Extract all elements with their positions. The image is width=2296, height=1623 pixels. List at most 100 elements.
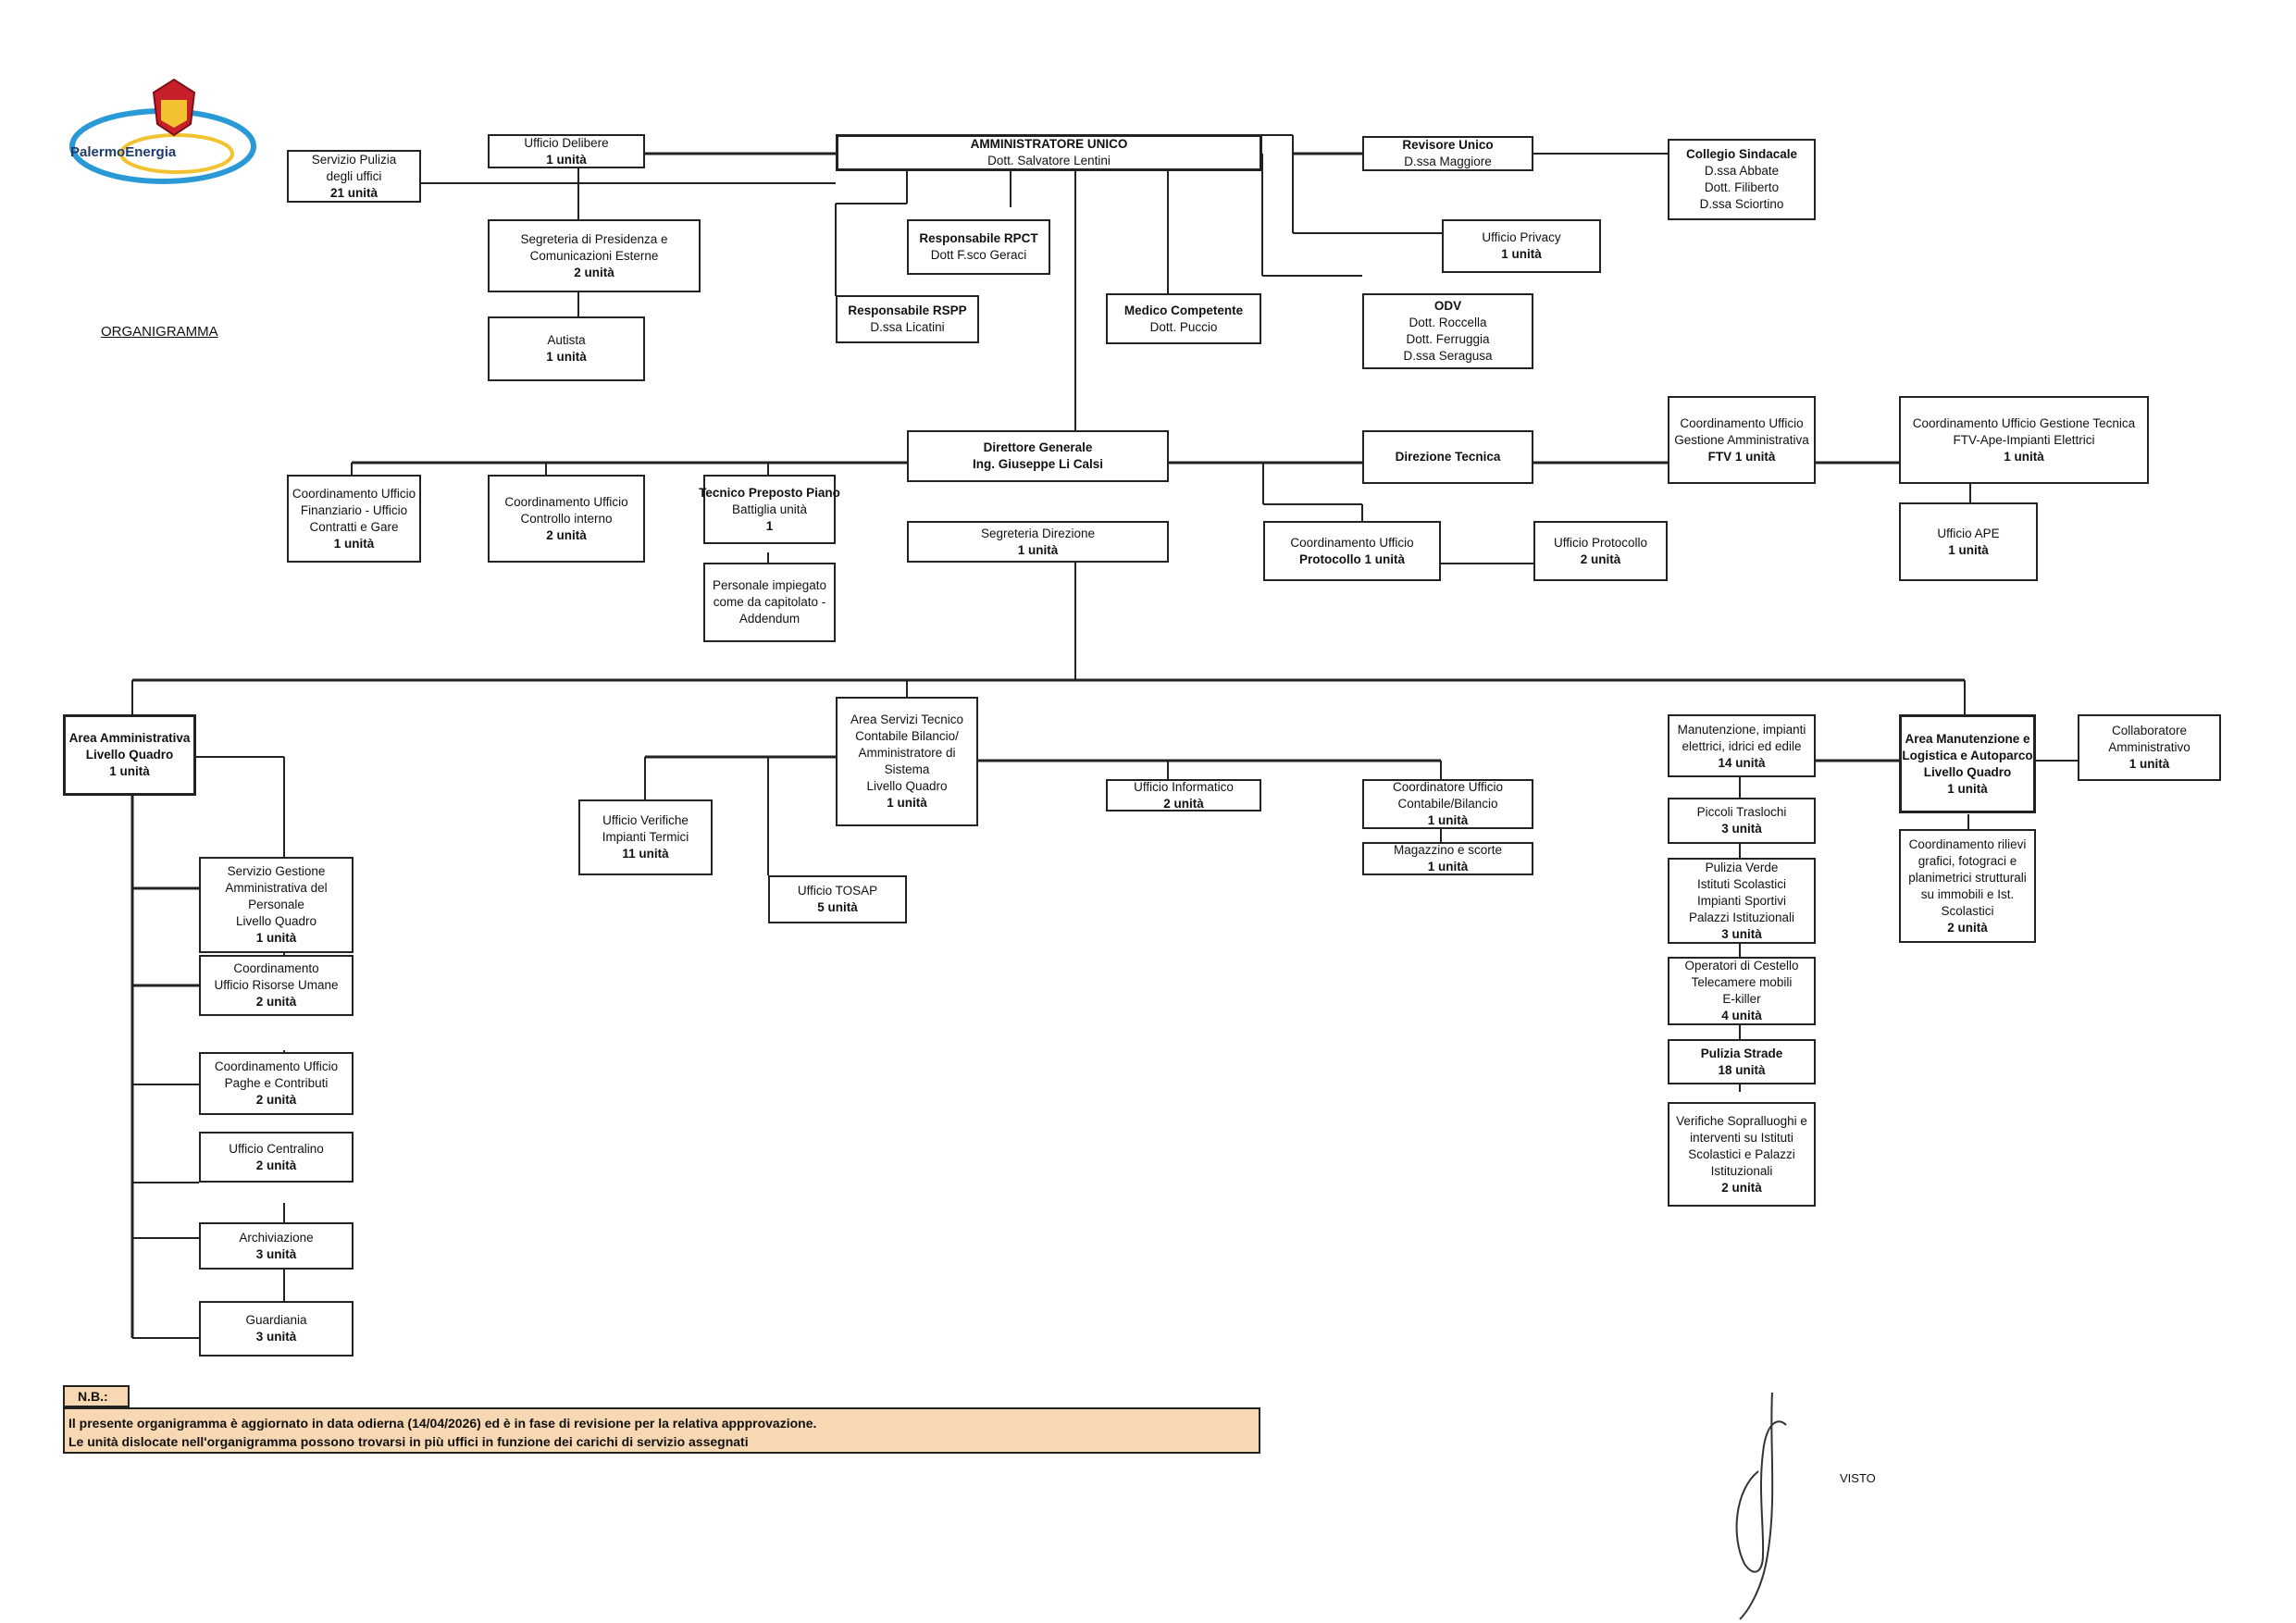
- org-box-line: su immobili e Ist.: [1920, 886, 2015, 901]
- org-box-line: Collaboratore: [2111, 724, 2188, 737]
- org-box-line: Amministrativa del: [225, 881, 328, 895]
- org-box-line: Direttore Generale: [983, 440, 1093, 454]
- org-box-line: Dott. Roccella: [1409, 316, 1487, 329]
- org-box-line: Palazzi Istituzionali: [1688, 910, 1795, 924]
- handwritten-signature: [1735, 1392, 1787, 1620]
- org-box-line: 1 unità: [255, 931, 297, 945]
- org-box-line: Amministrativo: [2108, 740, 2191, 754]
- org-box-line: come da capitolato -: [713, 595, 826, 609]
- org-box-line: 1 unità: [1017, 542, 1059, 557]
- org-box-line: Istituzionali: [1710, 1163, 1773, 1178]
- org-box-line: Servizio Gestione: [227, 864, 326, 878]
- org-box-line: planimetrici strutturali: [1908, 870, 2027, 885]
- logo-text: PalermoEnergia: [70, 144, 177, 160]
- org-box-line: interventi su Istituti: [1690, 1130, 1793, 1145]
- org-box-line: 2 unità: [1721, 1180, 1762, 1195]
- org-box-line: 1 unità: [546, 152, 587, 167]
- org-box-line: Istituti Scolastici: [1696, 876, 1787, 891]
- org-box-line: 2 unità: [255, 1158, 297, 1172]
- org-box-guardiania: Guardiania 3 unità: [199, 1301, 354, 1357]
- org-box-line: Coordinamento rilievi: [1908, 836, 2027, 851]
- org-box-line: Revisore Unico: [1402, 138, 1494, 152]
- visto-label: VISTO: [1840, 1471, 1876, 1485]
- org-box-line: 1 unità: [2004, 449, 2044, 464]
- org-box-line: Finanziario - Ufficio: [300, 502, 408, 517]
- logo-graphic: [69, 78, 256, 184]
- org-box-line: D.ssa Seragusa: [1403, 349, 1493, 363]
- org-box-line: Addendum: [738, 612, 800, 626]
- org-box-line: Comunicazioni Esterne: [529, 248, 659, 263]
- org-box-line: Manutenzione, impianti: [1677, 723, 1806, 737]
- org-box-line: D.ssa Licatini: [870, 320, 945, 334]
- org-box-line: Contabile/Bilancio: [1397, 797, 1498, 811]
- note-line-1: Il presente organigramma è aggiornato in…: [68, 1416, 817, 1431]
- org-box-line: ODV: [1433, 299, 1462, 313]
- org-box-line: Scolastici e Palazzi: [1688, 1146, 1795, 1161]
- org-box-line: Ufficio Privacy: [1482, 230, 1561, 244]
- org-box-line: Archiviazione: [239, 1230, 314, 1245]
- org-box-line: Dott. Ferruggia: [1406, 332, 1490, 346]
- org-box-line: D.ssa Abbate: [1704, 164, 1780, 178]
- org-box-line: Ufficio APE: [1937, 526, 2000, 540]
- org-box-line: Dott. Filiberto: [1704, 180, 1780, 194]
- org-box-line: 1 unità: [1427, 813, 1469, 827]
- org-box-line: Protocollo 1 unità: [1298, 551, 1405, 566]
- org-box-line: FTV 1 unità: [1707, 449, 1776, 464]
- org-box-line: Ufficio Protocollo: [1553, 535, 1648, 550]
- org-box-line: Livello Quadro: [866, 779, 948, 793]
- org-box-line: 1 unità: [333, 536, 375, 551]
- org-box-line: Dott. Salvatore Lentini: [987, 154, 1111, 167]
- org-box-line: Medico Competente: [1123, 303, 1244, 317]
- org-box-line: grafici, fotograci e: [1917, 853, 2017, 868]
- org-box-line: 1: [765, 518, 774, 533]
- page-title: ORGANIGRAMMA: [101, 324, 218, 340]
- org-box-line: 2 unità: [1163, 796, 1204, 811]
- org-box-line: 2 unità: [1580, 551, 1621, 566]
- org-box-line: 14 unità: [1718, 756, 1766, 770]
- org-box-direzione-tecnica: Direzione Tecnica: [1362, 430, 1533, 484]
- org-box-line: degli uffici: [326, 168, 382, 183]
- org-box-line: Dott F.sco Geraci: [930, 248, 1027, 262]
- org-box-line: Area Manutenzione e: [1905, 731, 2030, 746]
- org-box-line: Livello Quadro: [1923, 764, 2012, 779]
- org-box-line: Coordinamento: [233, 961, 319, 975]
- org-box-line: 1 unità: [1501, 247, 1542, 261]
- org-box-line: Paghe e Contributi: [224, 1076, 329, 1090]
- org-box-line: Ufficio Risorse Umane: [214, 978, 339, 992]
- org-box-line: Guardiania: [245, 1313, 307, 1327]
- org-box-line: 21 unità: [329, 185, 378, 200]
- org-box-line: 2 unità: [255, 995, 297, 1009]
- org-box-line: FTV-Ape-Impianti Elettrici: [1953, 432, 2095, 447]
- org-box-line: Livello Quadro: [235, 914, 317, 928]
- org-box-line: AMMINISTRATORE UNICO: [970, 137, 1128, 151]
- org-box-privacy: Ufficio Privacy 1 unità: [1442, 219, 1601, 273]
- org-box-line: Scolastici: [1941, 903, 1994, 918]
- org-box-line: Impianti Termici: [602, 830, 689, 844]
- org-box-line: 1 unità: [1947, 781, 1988, 796]
- org-box-line: 2 unità: [255, 1093, 297, 1107]
- note-line-2: Le unità dislocate nell'organigramma pos…: [68, 1434, 749, 1449]
- org-box-line: 4 unità: [1721, 1009, 1762, 1022]
- org-box-line: Area Amministrativa: [68, 731, 191, 745]
- org-box-line: Ufficio TOSAP: [797, 884, 878, 898]
- org-box-line: 3 unità: [255, 1330, 297, 1344]
